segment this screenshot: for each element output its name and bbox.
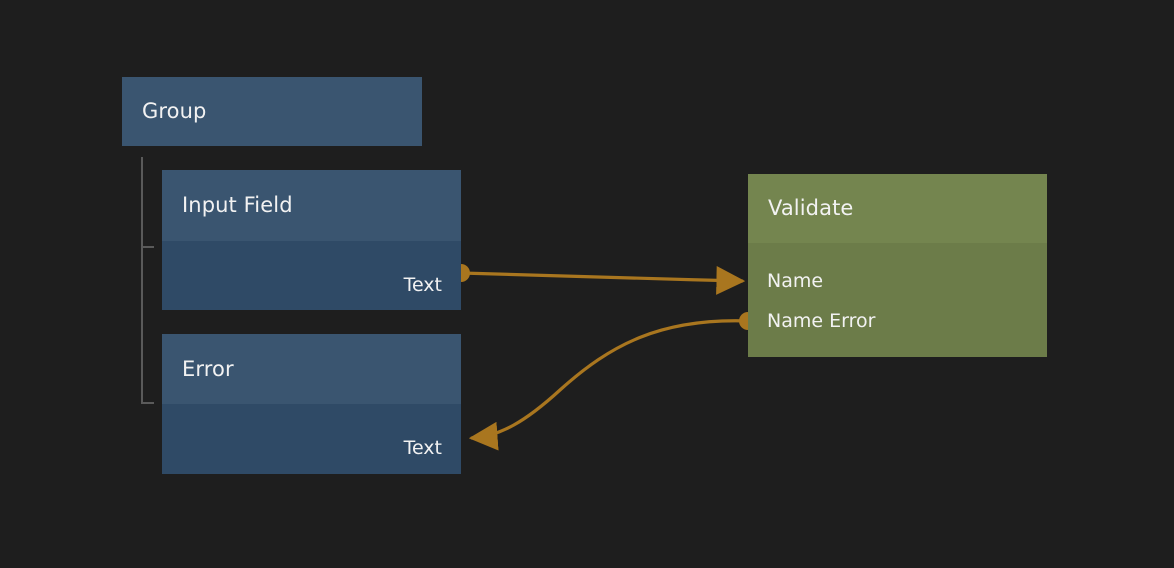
node-error-body: Text	[162, 404, 461, 474]
node-input-field-body: Text	[162, 241, 461, 310]
group-bracket	[141, 157, 154, 404]
node-validate[interactable]: Validate Name Name Error	[748, 174, 1047, 357]
group-bracket-tick-middle	[143, 246, 154, 248]
port-output-validate-name-error[interactable]: Name Error	[767, 309, 875, 333]
node-input-field-header[interactable]: Input Field	[162, 170, 461, 241]
node-group-title: Group	[142, 99, 207, 123]
node-validate-title: Validate	[768, 196, 854, 220]
port-label-name: Name	[767, 269, 824, 292]
port-input-validate-name[interactable]: Name	[767, 269, 823, 293]
node-input-field[interactable]: Input Field Text	[162, 170, 461, 310]
node-error[interactable]: Error Text	[162, 334, 461, 474]
edge-validate-nameerror-to-error-text[interactable]	[468, 319, 750, 451]
node-validate-header[interactable]: Validate	[748, 174, 1047, 243]
port-label-name-error: Name Error	[767, 309, 876, 332]
port-label-text: Text	[403, 273, 442, 296]
edge-input-text-to-validate-name[interactable]	[459, 266, 746, 295]
node-input-field-title: Input Field	[182, 193, 293, 217]
node-error-header[interactable]: Error	[162, 334, 461, 404]
port-input-error-text[interactable]: Text	[404, 436, 442, 460]
port-output-input-field-text[interactable]: Text	[404, 273, 442, 297]
group-bracket-tick-bottom	[143, 402, 154, 404]
node-group-header[interactable]: Group	[122, 77, 422, 146]
node-validate-body: Name Name Error	[748, 243, 1047, 357]
node-group[interactable]: Group	[122, 77, 422, 146]
node-error-title: Error	[182, 356, 234, 381]
port-label-text: Text	[403, 436, 442, 459]
